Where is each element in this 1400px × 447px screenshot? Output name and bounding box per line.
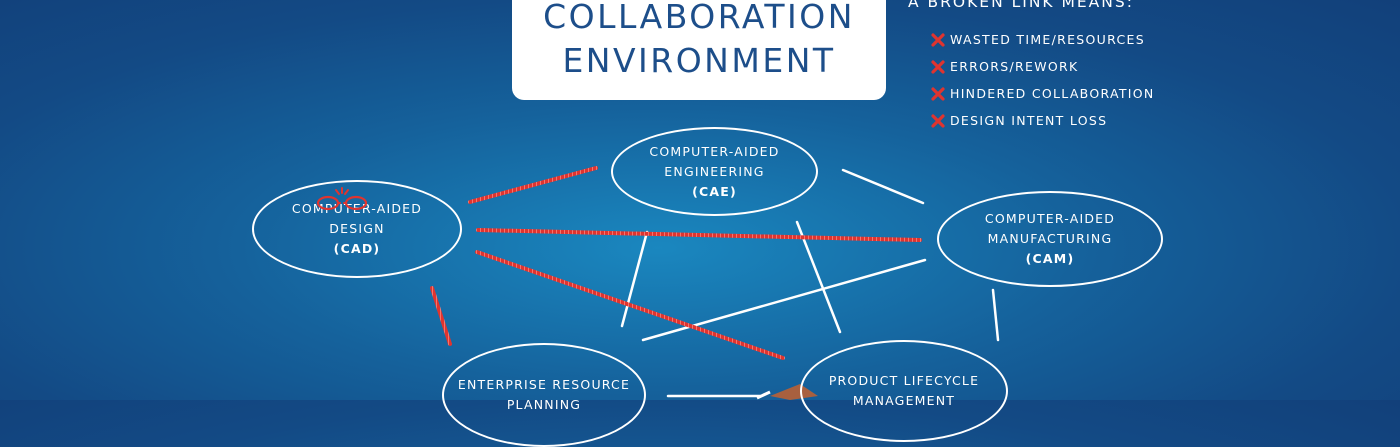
- broken-link-cad-cae: [468, 166, 598, 204]
- node-cae: COMPUTER-AIDED ENGINEERING (CAE): [611, 127, 818, 216]
- red-x-icon: [931, 59, 945, 74]
- legend-item-label: HINDERED COLLABORATION: [950, 86, 1155, 101]
- node-cae-abbr: (CAE): [692, 183, 737, 199]
- legend-item: ERRORS/REWORK: [930, 53, 1155, 80]
- node-erp-line2: PLANNING: [506, 397, 582, 412]
- node-cad-line2: DESIGN: [329, 221, 385, 236]
- node-plm-line1: PRODUCT LIFECYCLE: [828, 373, 980, 388]
- link-cam-erp: [641, 258, 927, 342]
- legend-list: WASTED TIME/RESOURCES ERRORS/REWORK HIND…: [930, 26, 1155, 134]
- title-line-2: ENVIRONMENT: [562, 41, 836, 80]
- link-fragment-white: [756, 390, 771, 400]
- title-line-1: COLLABORATION: [543, 0, 855, 36]
- link-cae-cam: [841, 168, 925, 205]
- node-cam-line2: MANUFACTURING: [987, 231, 1113, 246]
- node-erp-line1: ENTERPRISE RESOURCE: [457, 377, 631, 392]
- legend-item-label: ERRORS/REWORK: [950, 59, 1079, 74]
- node-cae-line2: ENGINEERING: [664, 163, 765, 179]
- node-cam-line1: COMPUTER-AIDED: [984, 211, 1116, 226]
- broken-link-cad-cam: [476, 228, 922, 242]
- link-cae-plm: [795, 220, 842, 334]
- legend-item: HINDERED COLLABORATION: [930, 80, 1155, 107]
- red-x-icon: [931, 86, 945, 101]
- node-plm-line2: MANAGEMENT: [852, 393, 956, 408]
- title-box: COLLABORATION ENVIRONMENT: [512, 0, 886, 100]
- red-x-icon: [931, 113, 945, 128]
- link-cam-plm: [991, 288, 1000, 342]
- link-cae-erp: [620, 230, 649, 328]
- node-cam: COMPUTER-AIDED MANUFACTURING (CAM): [937, 191, 1163, 287]
- broken-chain-icon: [316, 187, 368, 211]
- node-cam-abbr: (CAM): [1025, 251, 1075, 266]
- legend-item: DESIGN INTENT LOSS: [930, 107, 1155, 134]
- legend-item: WASTED TIME/RESOURCES: [930, 26, 1155, 53]
- red-x-icon: [931, 32, 945, 47]
- node-cae-line1: COMPUTER-AIDED: [649, 143, 780, 159]
- broken-link-legend: A BROKEN LINK MEANS: WASTED TIME/RESOURC…: [908, 0, 1153, 128]
- legend-item-label: DESIGN INTENT LOSS: [950, 113, 1108, 128]
- node-cad-abbr: (CAD): [333, 241, 381, 256]
- node-erp: ENTERPRISE RESOURCE PLANNING: [442, 343, 646, 447]
- legend-heading: A BROKEN LINK MEANS:: [908, 0, 1134, 11]
- legend-item-label: WASTED TIME/RESOURCES: [950, 32, 1145, 47]
- broken-link-cad-erp: [430, 286, 452, 346]
- node-plm: PRODUCT LIFECYCLE MANAGEMENT: [800, 340, 1008, 442]
- broken-link-cad-plm: [475, 250, 785, 360]
